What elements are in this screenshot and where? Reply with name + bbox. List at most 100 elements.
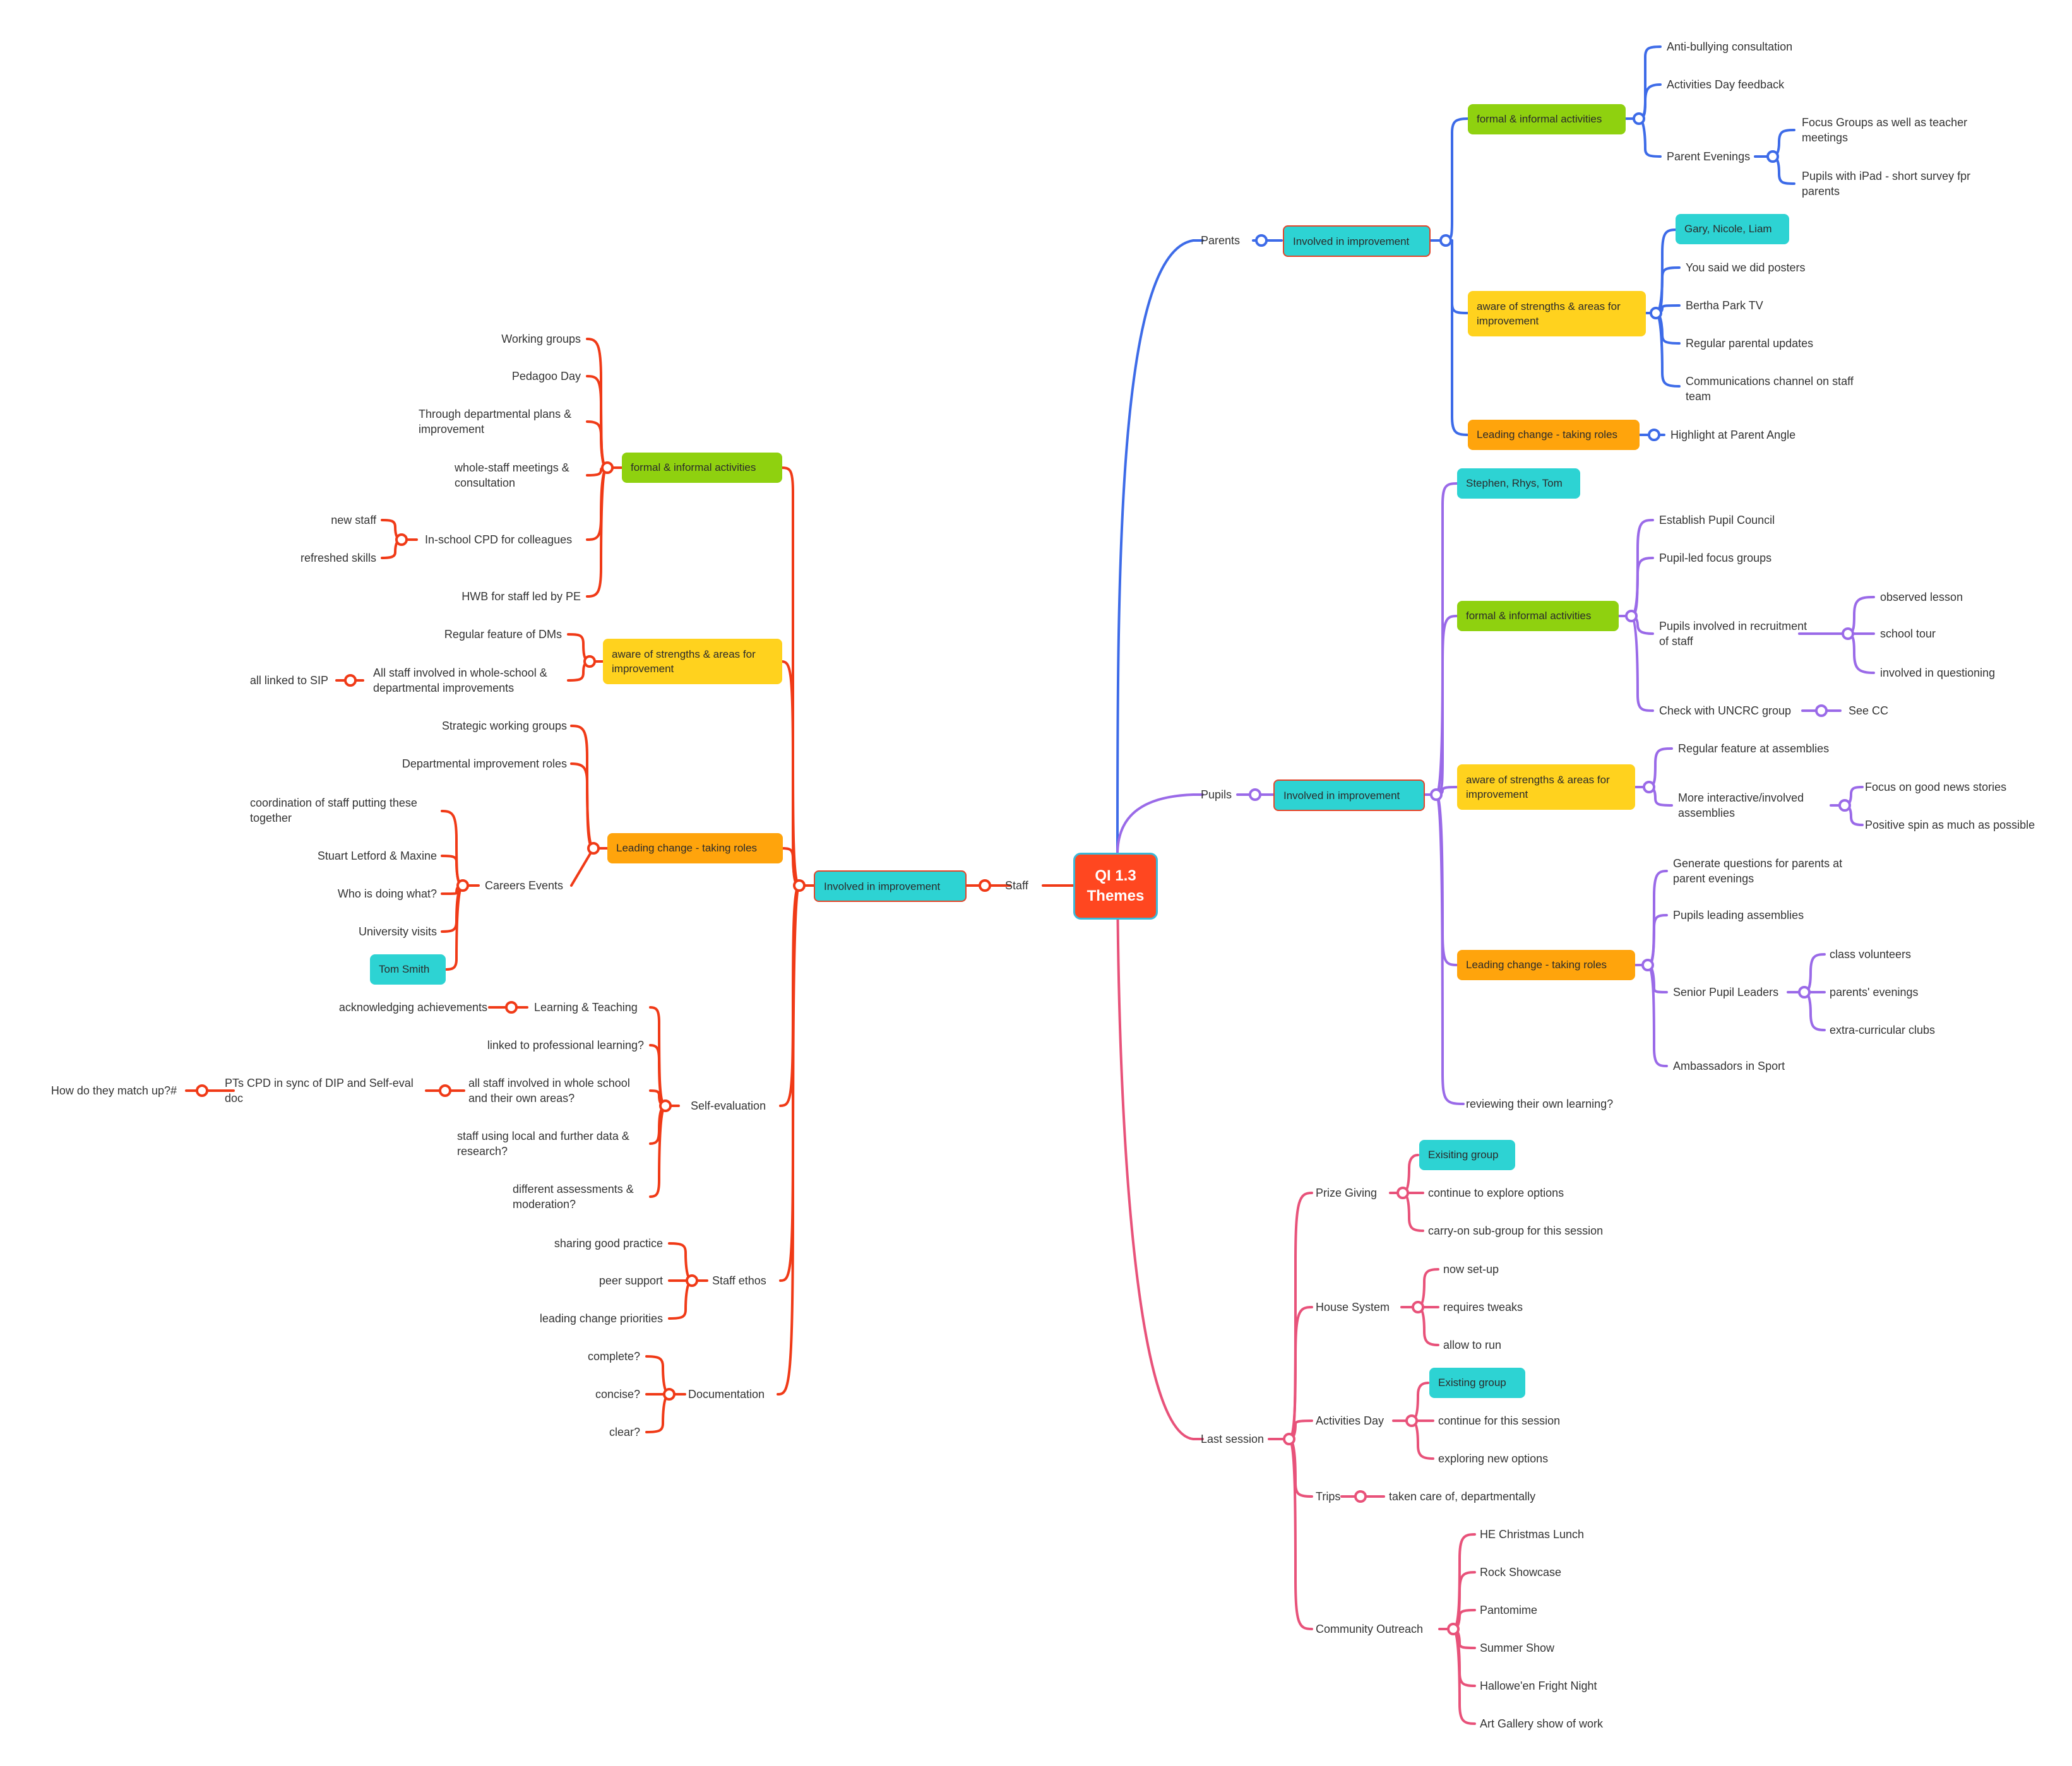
pupils-leading-change[interactable]: Leading change - taking roles bbox=[1457, 950, 1635, 980]
house-item[interactable]: requires tweaks bbox=[1443, 1301, 1523, 1313]
ethos-item[interactable]: leading change priorities bbox=[539, 1312, 663, 1325]
staff-formal-item[interactable]: In-school CPD for colleagues bbox=[425, 533, 573, 546]
branch-staff[interactable]: Staff bbox=[1005, 879, 1028, 892]
careers-item[interactable]: Who is doing what? bbox=[337, 887, 437, 900]
pupils-leading-item[interactable]: Generate questions for parents at parent… bbox=[1673, 857, 1843, 885]
assemblies-item[interactable]: Focus on good news stories bbox=[1865, 781, 2007, 793]
staff-leading-change[interactable]: Leading change - taking roles bbox=[607, 833, 783, 863]
careers-item[interactable]: coordination of staff putting these toge… bbox=[250, 797, 417, 824]
root-topic[interactable]: QI 1.3 Themes bbox=[1073, 853, 1158, 920]
staff-leading-item[interactable]: Departmental improvement roles bbox=[402, 757, 567, 770]
pupils-reviewing-learning[interactable]: reviewing their own learning? bbox=[1466, 1098, 1614, 1110]
pupils-formal-informal-activities[interactable]: formal & informal activities bbox=[1457, 601, 1619, 631]
selfeval-item[interactable]: different assessments & moderation? bbox=[513, 1183, 634, 1211]
pupils-involved-in-improvement[interactable]: Involved in improvement bbox=[1273, 779, 1425, 811]
staff-self-evaluation[interactable]: Self-evaluation bbox=[691, 1099, 766, 1112]
staff-involved-in-improvement[interactable]: Involved in improvement bbox=[814, 870, 967, 902]
staff-formal-item[interactable]: whole-staff meetings & consultation bbox=[455, 461, 569, 489]
last-trips[interactable]: Trips bbox=[1316, 1490, 1341, 1503]
recruitment-item[interactable]: observed lesson bbox=[1880, 591, 1963, 603]
selfeval-match-up[interactable]: How do they match up?# bbox=[51, 1084, 177, 1097]
parents-formal-item[interactable]: Parent Evenings bbox=[1667, 150, 1751, 163]
parents-aware-item[interactable]: Bertha Park TV bbox=[1686, 299, 1763, 312]
trips-item[interactable]: taken care of, departmentally bbox=[1389, 1490, 1536, 1503]
community-item[interactable]: Summer Show bbox=[1480, 1642, 1555, 1654]
staff-formal-item[interactable]: Pedagoo Day bbox=[511, 370, 581, 382]
activities-item[interactable]: continue for this session bbox=[1438, 1414, 1561, 1427]
cpd-item[interactable]: refreshed skills bbox=[300, 552, 376, 564]
staff-formal-informal-activities[interactable]: formal & informal activities bbox=[622, 453, 782, 483]
recruitment-item[interactable]: involved in questioning bbox=[1880, 667, 1996, 679]
parents-formal-item[interactable]: Activities Day feedback bbox=[1667, 78, 1785, 91]
selfeval-item[interactable]: all staff involved in whole school and t… bbox=[468, 1077, 630, 1105]
ethos-item[interactable]: peer support bbox=[598, 1274, 663, 1287]
pupils-names[interactable]: Stephen, Rhys, Tom bbox=[1457, 468, 1580, 499]
staff-leading-item[interactable]: Strategic working groups bbox=[441, 720, 567, 732]
documentation-item[interactable]: complete? bbox=[587, 1350, 640, 1363]
community-item[interactable]: Pantomime bbox=[1480, 1604, 1538, 1616]
selfeval-item[interactable]: staff using local and further data & res… bbox=[457, 1130, 629, 1158]
staff-ethos[interactable]: Staff ethos bbox=[712, 1274, 766, 1287]
prize-item[interactable]: carry-on sub-group for this session bbox=[1428, 1224, 1604, 1237]
selfeval-learning-teaching[interactable]: Learning & Teaching bbox=[534, 1001, 638, 1014]
parents-aware-item[interactable]: You said we did posters bbox=[1686, 261, 1806, 274]
parents-aware-of-strengths[interactable]: aware of strengths & areas for improveme… bbox=[1468, 291, 1646, 336]
parents-aware-names[interactable]: Gary, Nicole, Liam bbox=[1676, 214, 1789, 244]
pupils-formal-item[interactable]: Check with UNCRC group bbox=[1659, 704, 1792, 717]
careers-tom-smith[interactable]: Tom Smith bbox=[370, 954, 446, 985]
pupils-aware-item[interactable]: More interactive/involved assemblies bbox=[1678, 791, 1804, 819]
selfeval-item[interactable]: linked to professional learning? bbox=[487, 1039, 644, 1052]
last-house-system[interactable]: House System bbox=[1316, 1301, 1390, 1313]
community-item[interactable]: Hallowe'en Fright Night bbox=[1480, 1680, 1597, 1692]
parents-leading-change[interactable]: Leading change - taking roles bbox=[1468, 420, 1640, 450]
community-item[interactable]: HE Christmas Lunch bbox=[1480, 1528, 1585, 1541]
prize-existing-group[interactable]: Exisiting group bbox=[1419, 1140, 1515, 1170]
parents-formal-item[interactable]: Anti-bullying consultation bbox=[1667, 40, 1793, 53]
senior-leaders-item[interactable]: class volunteers bbox=[1830, 948, 1912, 961]
careers-item[interactable]: Stuart Letford & Maxine bbox=[317, 850, 437, 862]
last-prize-giving[interactable]: Prize Giving bbox=[1316, 1187, 1378, 1199]
branch-parents[interactable]: Parents bbox=[1201, 234, 1241, 247]
branch-last-session[interactable]: Last session bbox=[1201, 1433, 1265, 1445]
last-activities-day[interactable]: Activities Day bbox=[1316, 1414, 1384, 1427]
community-item[interactable]: Art Gallery show of work bbox=[1480, 1717, 1604, 1730]
pupils-aware-of-strengths[interactable]: aware of strengths & areas for improveme… bbox=[1457, 764, 1635, 810]
parents-aware-item[interactable]: Communications channel on staff team bbox=[1686, 375, 1854, 403]
prize-item[interactable]: continue to explore options bbox=[1428, 1187, 1564, 1199]
assemblies-item[interactable]: Positive spin as much as possible bbox=[1865, 819, 2035, 831]
staff-leading-item[interactable]: Careers Events bbox=[485, 879, 564, 892]
pupils-aware-item[interactable]: Regular feature at assemblies bbox=[1678, 742, 1830, 755]
pupils-formal-item[interactable]: Pupils involved in recruitment of staff bbox=[1659, 620, 1807, 648]
selfeval-pts-cpd[interactable]: PTs CPD in sync of DIP and Self-eval doc bbox=[225, 1077, 414, 1105]
careers-item[interactable]: University visits bbox=[358, 925, 437, 938]
staff-formal-item[interactable]: HWB for staff led by PE bbox=[461, 590, 581, 603]
staff-aware-item[interactable]: All staff involved in whole-school & dep… bbox=[373, 667, 547, 694]
pupils-formal-item[interactable]: Pupil-led focus groups bbox=[1659, 552, 1772, 564]
parents-aware-item[interactable]: Regular parental updates bbox=[1686, 337, 1814, 350]
staff-aware-item[interactable]: Regular feature of DMs bbox=[444, 628, 562, 641]
ethos-item[interactable]: sharing good practice bbox=[554, 1237, 663, 1250]
last-community-outreach[interactable]: Community Outreach bbox=[1316, 1623, 1424, 1635]
pupils-leading-item[interactable]: Senior Pupil Leaders bbox=[1673, 986, 1779, 999]
cpd-item[interactable]: new staff bbox=[331, 514, 376, 526]
staff-aware-of-strengths[interactable]: aware of strengths & areas for improveme… bbox=[603, 639, 782, 684]
pupils-leading-item[interactable]: Pupils leading assemblies bbox=[1673, 909, 1804, 922]
activities-item[interactable]: exploring new options bbox=[1438, 1452, 1549, 1465]
parent-evenings-item[interactable]: Focus Groups as well as teacher meetings bbox=[1802, 116, 1968, 144]
pupils-leading-item[interactable]: Ambassadors in Sport bbox=[1673, 1060, 1785, 1072]
documentation-item[interactable]: concise? bbox=[595, 1388, 640, 1401]
documentation-item[interactable]: clear? bbox=[609, 1426, 640, 1438]
senior-leaders-item[interactable]: parents' evenings bbox=[1830, 986, 1919, 999]
parents-formal-informal-activities[interactable]: formal & informal activities bbox=[1468, 104, 1626, 134]
staff-linked-to-sip[interactable]: all linked to SIP bbox=[249, 674, 328, 687]
parents-leading-item[interactable]: Highlight at Parent Angle bbox=[1670, 429, 1796, 441]
parent-evenings-item[interactable]: Pupils with iPad - short survey fpr pare… bbox=[1802, 170, 1971, 198]
house-item[interactable]: allow to run bbox=[1443, 1339, 1502, 1351]
recruitment-item[interactable]: school tour bbox=[1880, 627, 1936, 640]
pupils-formal-item[interactable]: Establish Pupil Council bbox=[1659, 514, 1775, 526]
community-item[interactable]: Rock Showcase bbox=[1480, 1566, 1562, 1579]
staff-formal-item[interactable]: Through departmental plans & improvement bbox=[419, 408, 572, 436]
staff-formal-item[interactable]: Working groups bbox=[501, 333, 581, 345]
uncrc-see-cc[interactable]: See CC bbox=[1849, 704, 1889, 717]
activities-existing-group[interactable]: Existing group bbox=[1429, 1368, 1525, 1398]
